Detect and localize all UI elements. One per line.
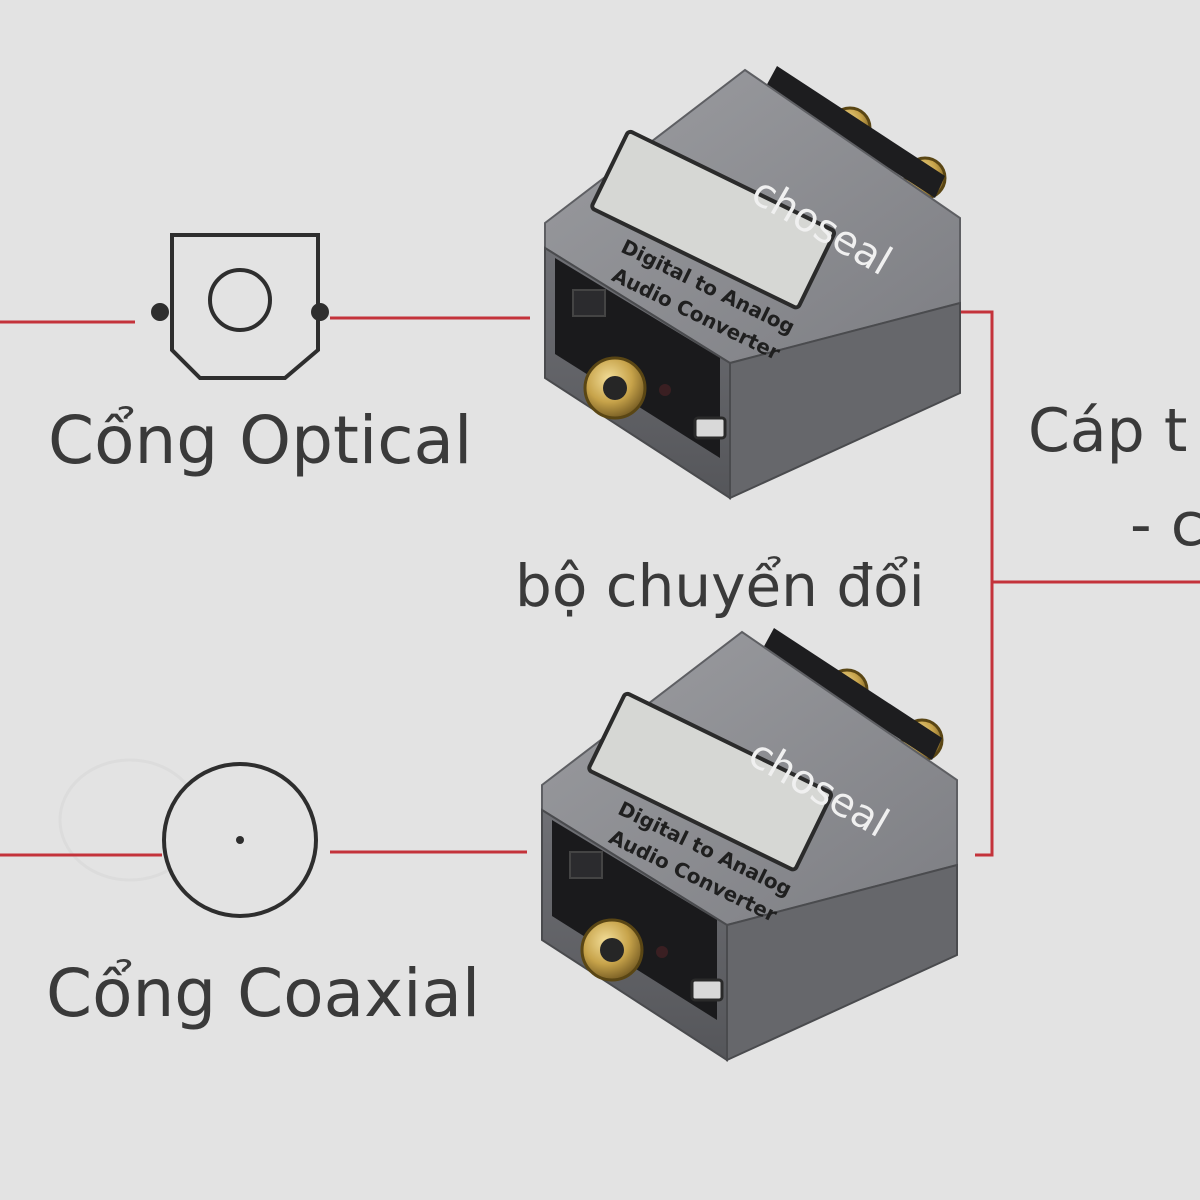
converter-device-bottom: chоseal Digital to Analog Audio Converte… bbox=[540, 626, 959, 1062]
cable-label: Cáp t bbox=[1028, 396, 1188, 466]
connection-lines bbox=[0, 310, 1200, 857]
optical-port-label: Cổng Optical bbox=[48, 402, 473, 479]
converter-label: bộ chuyển đổi bbox=[515, 552, 925, 620]
coaxial-port-icon bbox=[162, 762, 318, 918]
converter-device-top: chоseal Digital to Analog Audio Converte… bbox=[543, 64, 962, 500]
cable-subtitle-label: - c bbox=[1130, 490, 1200, 560]
optical-port-icon bbox=[151, 233, 329, 380]
coaxial-port-label: Cổng Coaxial bbox=[46, 955, 481, 1032]
